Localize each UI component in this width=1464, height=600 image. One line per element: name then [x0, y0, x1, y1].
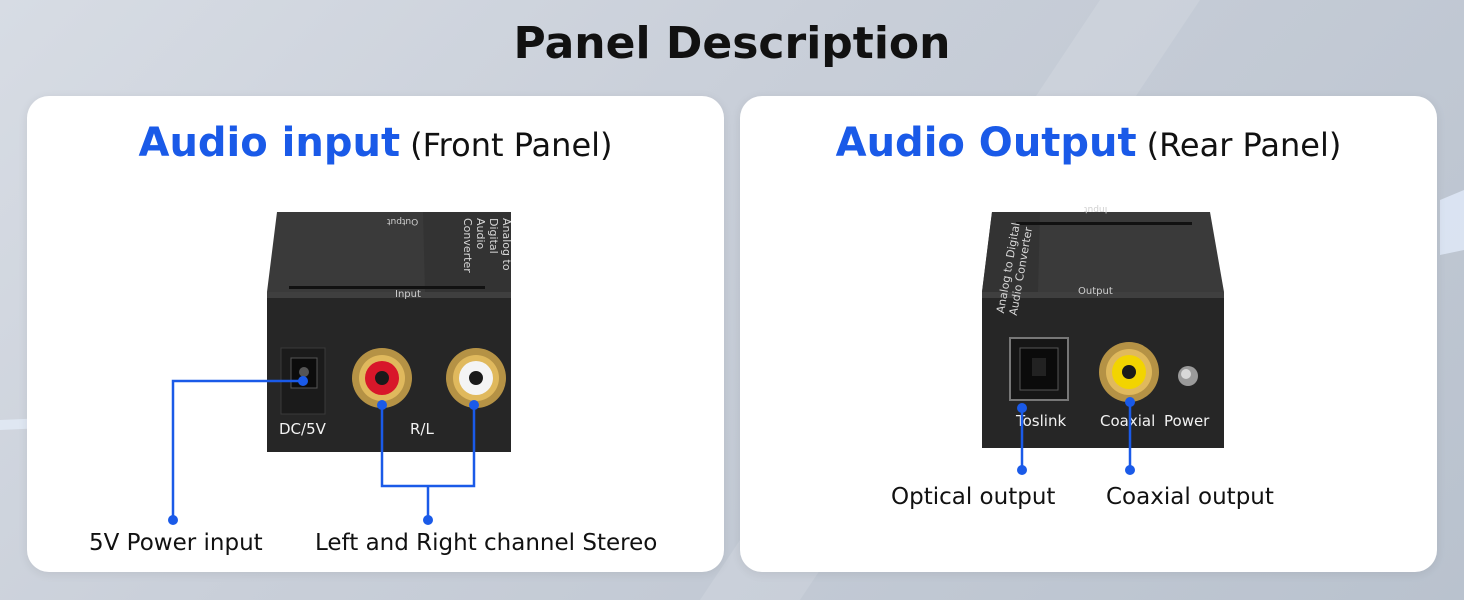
front-panel-heading: Audio input(Front Panel) [27, 120, 724, 166]
front-callout-lines [168, 376, 479, 525]
page-title: Panel Description [513, 18, 951, 69]
rear-callout-lines [1017, 397, 1135, 475]
power-input-callout: 5V Power input [89, 530, 263, 556]
toslink-port-label: Toslink [1016, 412, 1067, 430]
front-heading-main: Audio input [138, 120, 401, 166]
coaxial-port-label: Coaxial [1100, 412, 1156, 430]
rear-heading-main: Audio Output [835, 120, 1137, 166]
rear-face-label: Output [1078, 286, 1113, 297]
dc-port-label: DC/5V [279, 420, 326, 438]
front-panel-card: Audio input(Front Panel) [27, 96, 724, 572]
stereo-callout: Left and Right channel Stereo [315, 530, 658, 556]
power-led-label: Power [1164, 412, 1210, 430]
front-face-label: Input [395, 289, 421, 300]
coaxial-output-callout: Coaxial output [1106, 484, 1274, 510]
front-heading-sub: (Front Panel) [410, 126, 613, 164]
rear-panel-heading: Audio Output(Rear Panel) [740, 120, 1437, 166]
rear-panel-card: Audio Output(Rear Panel) Input Anal [740, 96, 1437, 572]
rear-heading-sub: (Rear Panel) [1146, 126, 1342, 164]
rl-port-label: R/L [410, 420, 434, 438]
optical-output-callout: Optical output [891, 484, 1056, 510]
